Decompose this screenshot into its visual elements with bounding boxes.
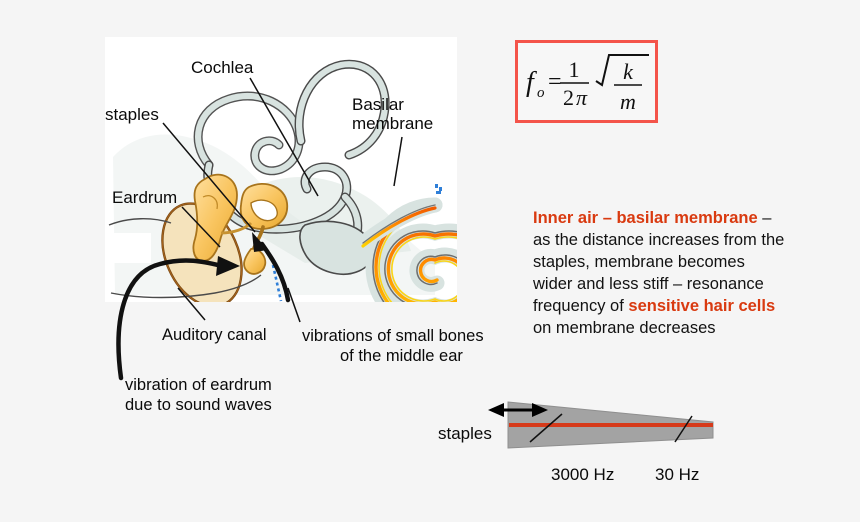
label-vibear-line1: vibration of eardrum [125, 376, 272, 394]
basilar-membrane-frequency-map [430, 392, 750, 502]
auditory-canal-walls [108, 218, 262, 299]
label-vibrations-of-small-bones: vibrations of small bones of the middle … [302, 326, 484, 366]
label-vibsmall-line1: vibrations of small bones [302, 327, 484, 345]
label-eardrum: Eardrum [112, 188, 178, 207]
blue-marker-dots [435, 184, 442, 194]
ossicles [192, 173, 289, 275]
description-text-1: – as the distance increases from the sta… [533, 209, 785, 315]
uncoiled-membrane-wedge [488, 401, 714, 449]
frequency-leader-lines [529, 413, 693, 443]
label-staples-wedge: staples [438, 424, 492, 443]
stapes-arrow-head-right [532, 403, 548, 417]
formula-denominator-pi: π [576, 85, 588, 110]
formula-f-subscript: o [537, 85, 545, 101]
label-auditory-canal: Auditory canal [162, 326, 267, 344]
resonance-frequency-formula-box: f o = 1 2 π k m [515, 40, 658, 123]
ear-anatomy-image [105, 37, 457, 302]
formula-radicand-k: k [623, 59, 634, 84]
formula-radical-sign [595, 54, 649, 87]
label-cochlea: Cochlea [191, 58, 254, 77]
description-highlight-1: Inner air – basilar membrane [533, 209, 758, 227]
cochlea-spiral [355, 197, 457, 302]
label-vibration-of-eardrum: vibration of eardrum due to sound waves [125, 375, 272, 415]
label-frequency-high: 3000 Hz [551, 465, 615, 484]
label-basilar-membrane: Basilar membrane [352, 95, 433, 133]
resonance-frequency-formula: f o = 1 2 π k m [526, 54, 649, 114]
label-frequency-low: 30 Hz [655, 465, 700, 484]
ear-label-leader-lines [116, 77, 403, 381]
vestibule [299, 220, 374, 275]
ear-anatomy-illustration [105, 37, 457, 302]
label-basilar-line1: Basilar [352, 95, 404, 114]
formula-radicand-m: m [620, 89, 636, 114]
formula-denominator-2: 2 [563, 85, 574, 110]
oval-window-dots [271, 264, 283, 302]
label-vibsmall-line2: of the middle ear [340, 347, 463, 365]
basilar-membrane-description: Inner air – basilar membrane – as the di… [533, 207, 785, 339]
stapes-arrow-head-left [488, 403, 504, 417]
label-basilar-line2: membrane [352, 114, 434, 133]
image-mask-strips [105, 37, 457, 263]
formula-f: f [526, 67, 537, 98]
formula-numerator: 1 [569, 57, 580, 82]
label-staples: staples [105, 105, 159, 124]
description-text-2: on membrane decreases [533, 319, 716, 337]
formula-equals: = [548, 69, 562, 95]
description-highlight-2: sensitive hair cells [628, 297, 776, 315]
label-vibear-line2: due to sound waves [125, 396, 272, 414]
